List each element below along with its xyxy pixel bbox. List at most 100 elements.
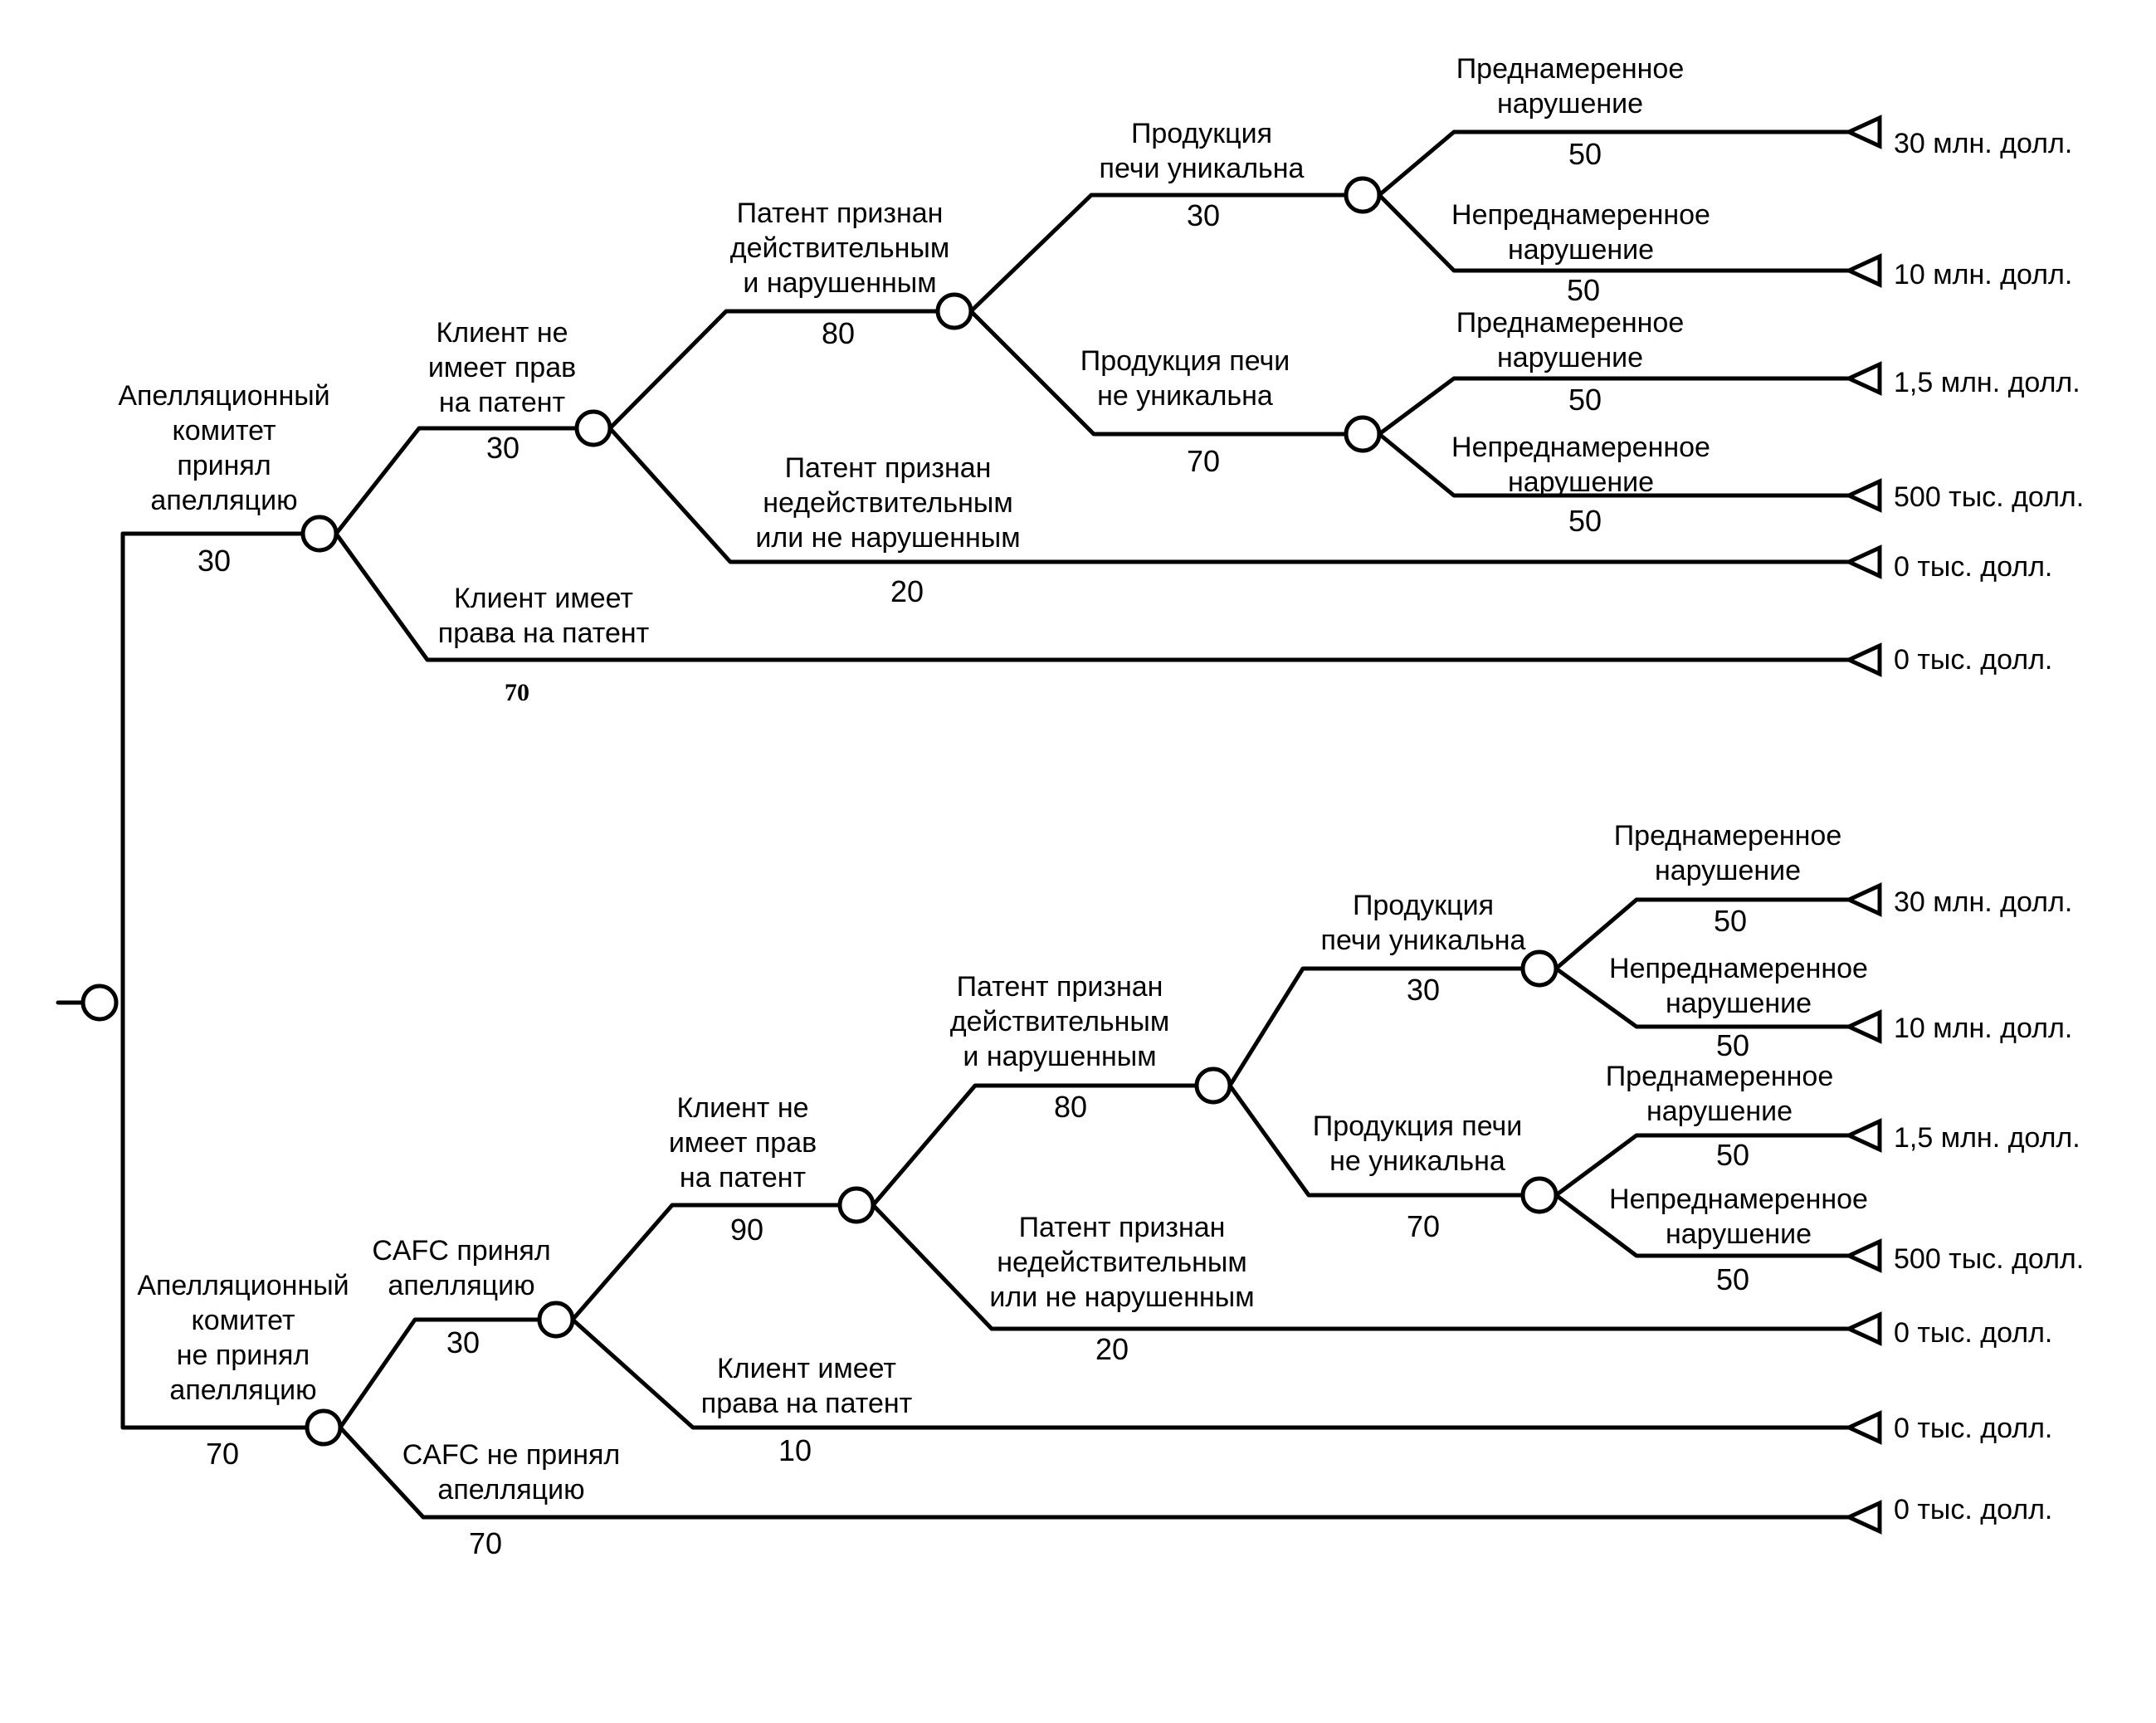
branch-label: комитет (191, 1305, 295, 1336)
branch-probability: 50 (1716, 1262, 1749, 1296)
branch-probability: 70 (505, 679, 529, 706)
upper-labels: Апелляционный комитет принял апелляцию 3… (118, 53, 2084, 706)
branch-probability: 80 (822, 316, 855, 350)
outcome-value: 0 тыс. долл. (1894, 551, 2052, 583)
outcome-value: 30 млн. долл. (1894, 886, 2072, 918)
chance-node (300, 515, 339, 553)
chance-node (574, 409, 612, 447)
branch-probability: 30 (1187, 198, 1220, 232)
branch-label: Продукция (1131, 118, 1272, 149)
outcome-value: 500 тыс. долл. (1894, 481, 2084, 513)
lower-branch-lines (338, 897, 1851, 1520)
branch-label: нарушение (1508, 466, 1654, 498)
outcome-value: 10 млн. долл. (1894, 259, 2072, 290)
terminal-node (1844, 1118, 1882, 1153)
branch-probability: 80 (1054, 1090, 1087, 1124)
lower-chance-nodes (305, 949, 1558, 1447)
terminal-node (1844, 478, 1882, 513)
branch-probability: 20 (1095, 1332, 1129, 1366)
branch-probability: 50 (1716, 1028, 1749, 1062)
terminal-node (1844, 253, 1882, 288)
branch-label: Преднамеренное (1456, 307, 1685, 339)
branch-probability: 50 (1568, 137, 1602, 171)
lower-labels: Апелляционный комитет не принял апелляци… (137, 820, 2084, 1560)
outcome-value: 500 тыс. долл. (1894, 1243, 2084, 1275)
branch-label: Непреднамеренное (1609, 953, 1868, 984)
terminal-node (1844, 361, 1882, 396)
branch-label: апелляцию (169, 1374, 316, 1406)
branch-label: Продукция (1353, 890, 1494, 921)
branch-label: Непреднамеренное (1609, 1184, 1868, 1215)
branch-label: права на патент (438, 617, 649, 649)
branch-probability: 50 (1568, 504, 1602, 538)
terminal-node (1844, 1311, 1882, 1346)
branch-label: нарушение (1497, 342, 1643, 373)
branch-label: печи уникальна (1100, 153, 1305, 184)
branch-label: Патент признан (1019, 1212, 1226, 1243)
branch-label: CAFC не принял (402, 1439, 620, 1471)
branch-label: CAFC принял (372, 1235, 550, 1267)
branch-label: нарушение (1497, 88, 1643, 120)
branch-label: и нарушенным (743, 267, 936, 299)
branch-probability: 50 (1567, 273, 1600, 307)
branch-probability: 30 (198, 544, 231, 578)
branch-label: права на патент (701, 1388, 912, 1419)
branch-label: недействительным (763, 487, 1012, 519)
branch-label: Продукция печи (1080, 345, 1290, 377)
branch-label: апелляцию (150, 485, 297, 516)
branch-probability: 30 (1407, 973, 1440, 1007)
branch-label: Преднамеренное (1456, 53, 1685, 85)
outcome-value: 0 тыс. долл. (1894, 1317, 2052, 1349)
branch-label: Клиент имеет (454, 583, 633, 614)
outcome-value: 0 тыс. долл. (1894, 1413, 2052, 1444)
branch-label: апелляцию (388, 1270, 534, 1301)
branch-label: на патент (680, 1162, 806, 1193)
branch-label: апелляцию (437, 1474, 584, 1506)
branch-probability: 20 (890, 574, 924, 608)
chance-node (1344, 176, 1382, 214)
chance-node (1520, 949, 1558, 988)
root-trunk (56, 531, 326, 1430)
branch-label: Патент признан (737, 198, 944, 229)
branch-label: на патент (439, 387, 565, 418)
branch-probability: 90 (730, 1213, 763, 1247)
terminal-node (1844, 642, 1882, 677)
outcome-value: 30 млн. долл. (1894, 128, 2072, 159)
branch-label: и нарушенным (963, 1041, 1156, 1072)
chance-node (1520, 1176, 1558, 1214)
branch-probability: 30 (486, 431, 519, 465)
chance-node (305, 1408, 343, 1447)
terminal-node (1844, 1500, 1882, 1535)
branch-label: Патент признан (957, 971, 1163, 1003)
branch-label: действительным (950, 1006, 1169, 1037)
outcome-value: 1,5 млн. долл. (1894, 367, 2080, 398)
branch-probability: 50 (1568, 383, 1602, 417)
branch-label: не уникальна (1329, 1145, 1505, 1177)
branch-label: Продукция печи (1313, 1110, 1522, 1142)
branch-probability: 50 (1716, 1138, 1749, 1172)
outcome-value: 1,5 млн. долл. (1894, 1122, 2080, 1154)
branch-label: Клиент не (436, 317, 568, 349)
branch-probability: 10 (778, 1433, 812, 1467)
outcome-value: 0 тыс. долл. (1894, 644, 2052, 676)
chance-node (1344, 415, 1382, 453)
branch-label: Преднамеренное (1606, 1061, 1834, 1092)
upper-branch-lines (334, 129, 1851, 662)
branch-label: печи уникальна (1321, 925, 1526, 956)
branch-label: Преднамеренное (1614, 820, 1842, 852)
branch-label: нарушение (1508, 234, 1654, 266)
lower-terminal-triangles (1844, 882, 1882, 1535)
upper-terminal-triangles (1844, 115, 1882, 677)
terminal-node (1844, 1238, 1882, 1273)
upper-chance-nodes (300, 176, 1382, 553)
branch-label: комитет (172, 415, 276, 447)
terminal-node (1844, 1009, 1882, 1044)
branch-label: или не нарушенным (989, 1281, 1254, 1313)
branch-label: нарушение (1666, 988, 1812, 1019)
chance-node (837, 1186, 876, 1224)
outcome-value: 0 тыс. долл. (1894, 1494, 2052, 1525)
branch-label: Апелляционный (137, 1270, 349, 1301)
branch-label: Клиент не (676, 1092, 808, 1124)
